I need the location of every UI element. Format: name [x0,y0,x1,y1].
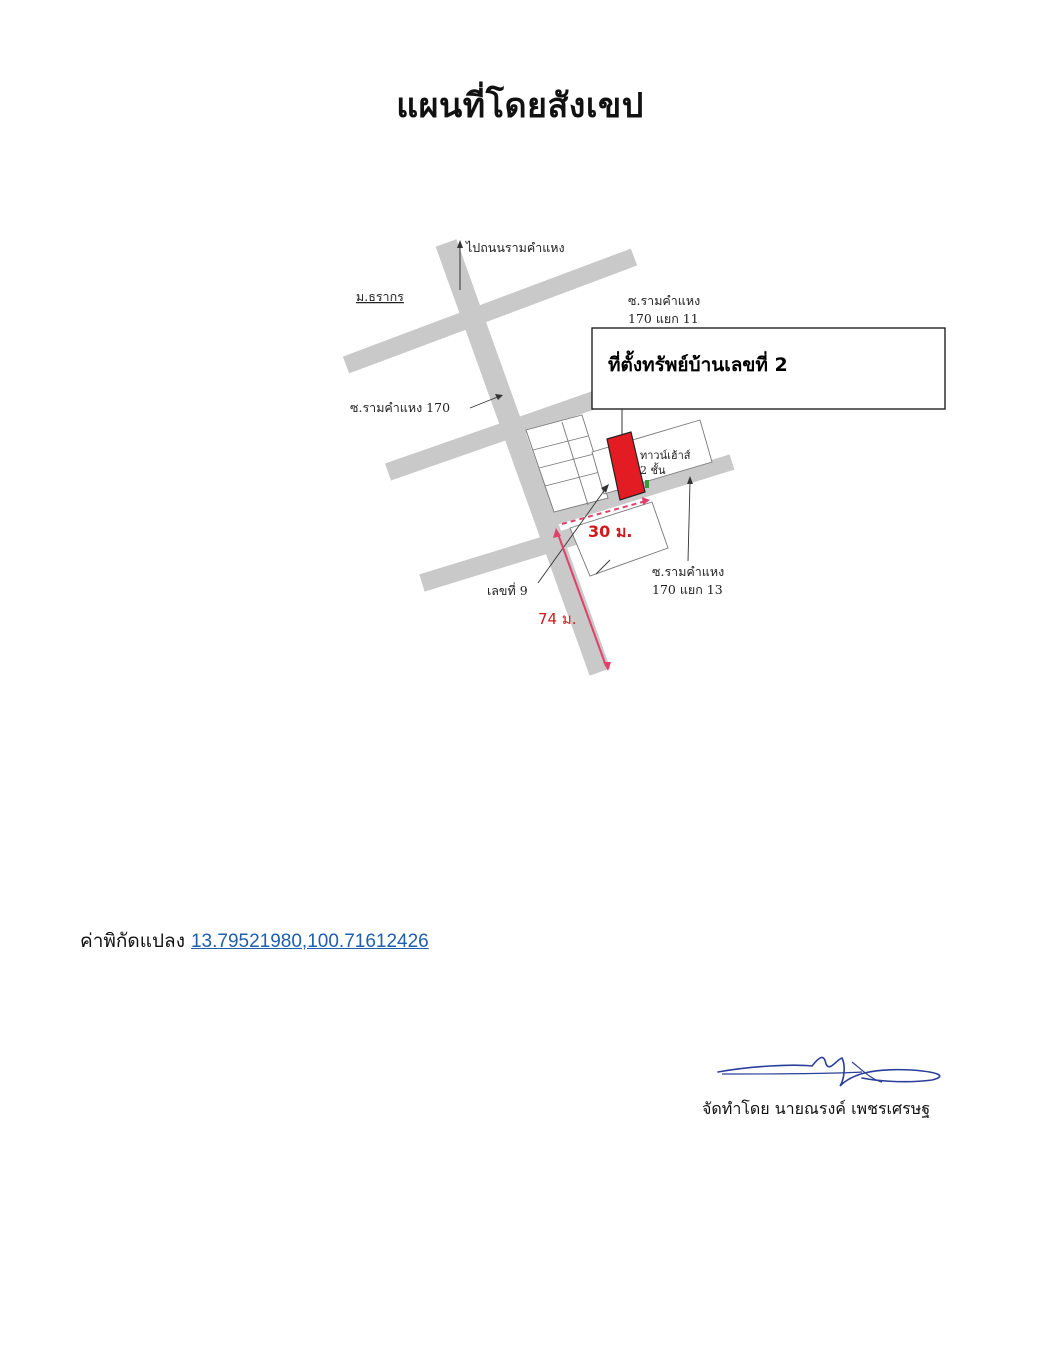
coordinate-label: ค่าพิกัดแปลง [80,930,185,952]
label-soi-11-line2: 170 แยก 11 [628,311,699,326]
label-soi-11-line1: ซ.รามคำแหง [628,293,700,308]
leader-lines [469,395,691,584]
property-green-edge [645,480,649,488]
road-north-cross [342,248,638,374]
route-74m-arrow-top [553,528,561,538]
north-arrow-head [457,240,463,248]
label-soi-170: ซ.รามคำแหง 170 [350,400,450,415]
signature-image [717,1056,941,1087]
row-houses-block [525,414,609,513]
label-townhouse-line1: ทาวน์เฮ้าส์ [640,449,691,462]
arrow-soi-170 [495,394,503,400]
label-house-no-9: เลขที่ 9 [487,582,528,598]
map-sketch: ที่ตั้งทรัพย์บ้านเลขที่ 2 ไปถนนรามคำแหง … [342,239,946,676]
route-74m [557,533,607,667]
label-soi-13-line1: ซ.รามคำแหง [652,564,724,579]
road-soi-11 [385,389,603,481]
label-distance-30m: 30 ม. [588,522,632,541]
label-village: ม.ธรากร [356,289,404,304]
route-74m-arrow-bottom [603,662,611,671]
lot-south-block [569,501,669,577]
route-lines [557,500,647,667]
route-30m [561,500,647,525]
page-title: แผนที่โดยสังเขป [396,86,644,126]
arrow-soi-13 [687,476,693,484]
road-south-cross [419,526,581,592]
label-soi-13-line2: 170 แยก 13 [652,582,723,597]
property-marker [606,431,646,501]
coordinate-link[interactable]: 13.79521980,100.71612426 [190,931,429,952]
prepared-by: จัดทำโดย นายณรงค์ เพชรเศรษฐ [702,1099,931,1118]
label-to-ramkhamhaeng: ไปถนนรามคำแหง [465,240,565,255]
label-townhouse-line2: 2 ชั้น [640,462,666,477]
property-callout-text: ที่ตั้งทรัพย์บ้านเลขที่ 2 [608,350,788,376]
arrow-house-9 [601,484,609,493]
route-30m-arrow [642,497,650,505]
label-distance-74m: 74 ม. [538,610,577,628]
property-callout-box [591,327,946,410]
